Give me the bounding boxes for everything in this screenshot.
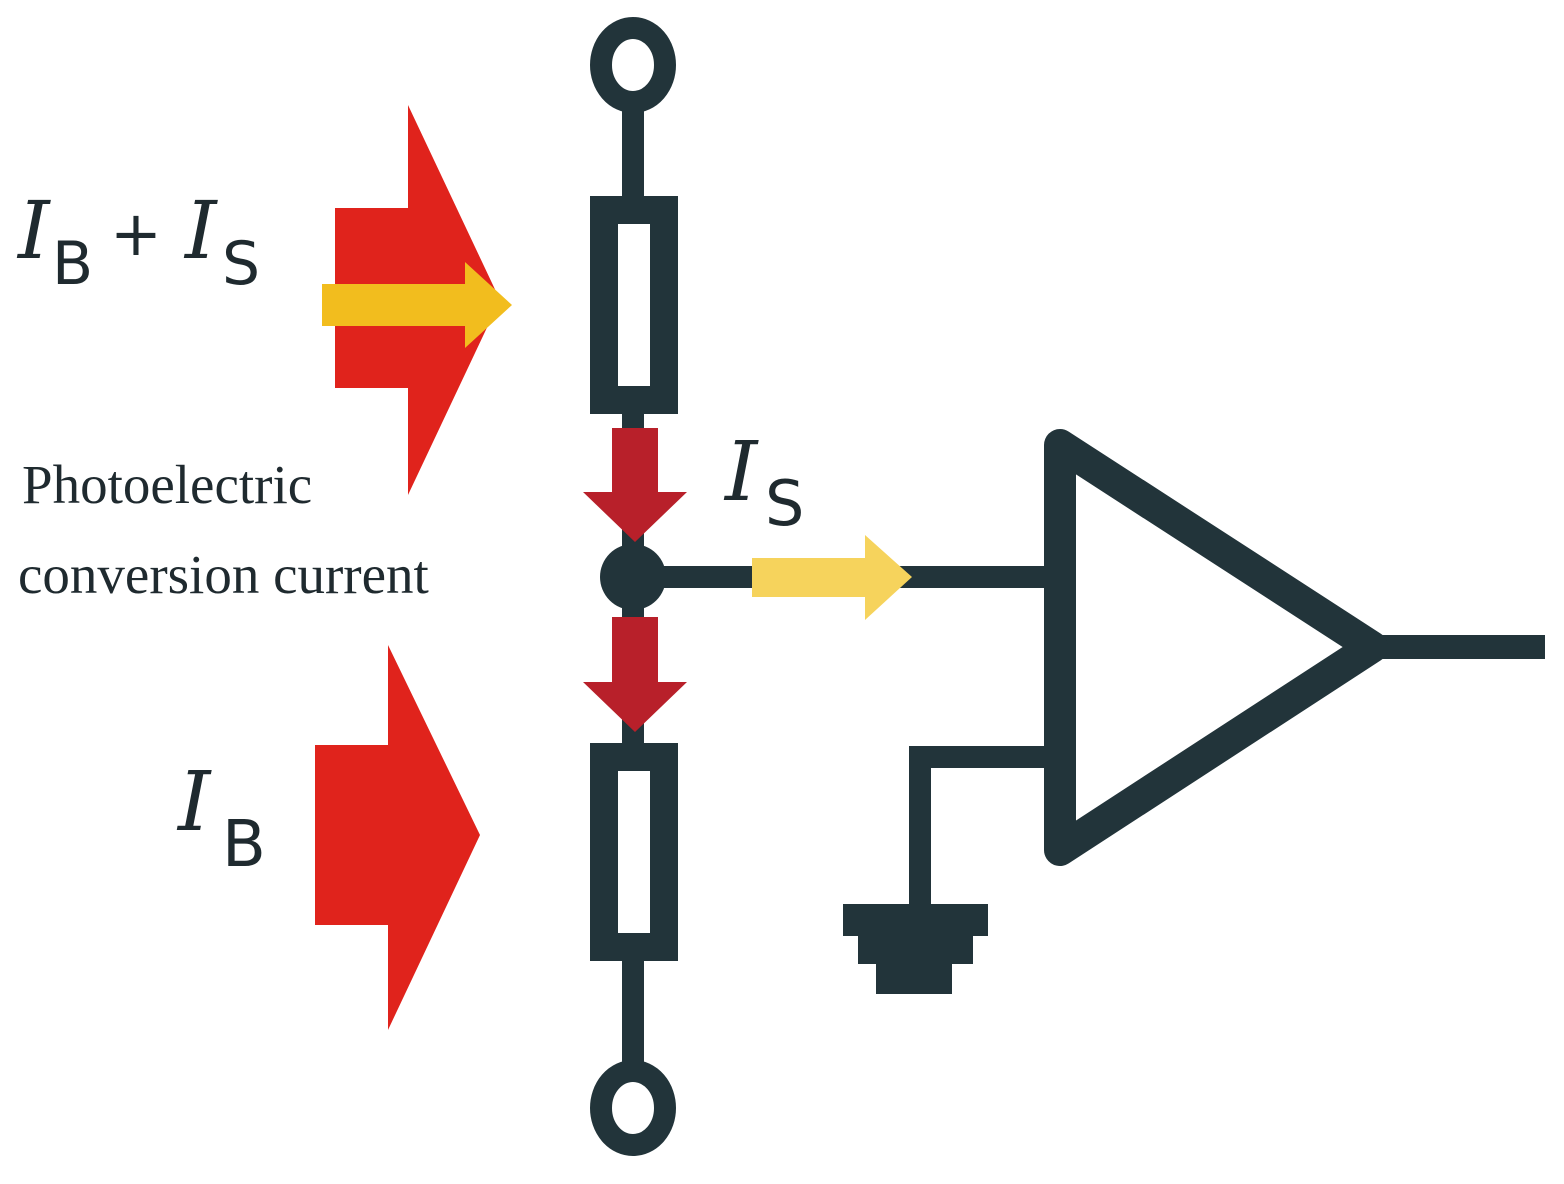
top-current-label-i1: I — [16, 184, 51, 277]
top-signal-arrow — [322, 262, 512, 348]
ground-icon — [843, 904, 988, 994]
bottom-current-label-i: I — [176, 755, 212, 850]
amplifier-triangle — [1044, 429, 1388, 866]
top-current-label-sub2: S — [222, 229, 260, 299]
photoelectric-label-line1: Photoelectric — [22, 454, 312, 515]
junction-node — [600, 544, 666, 610]
signal-current-label-i: I — [723, 425, 759, 520]
ground-wire — [909, 746, 1050, 910]
photoelectric-label-line2: conversion current — [18, 544, 429, 605]
signal-current-label-sub: S — [765, 467, 804, 540]
top-current-label-plus: + — [110, 197, 162, 270]
top-resistor — [590, 196, 678, 414]
upper-down-arrow — [583, 428, 687, 542]
output-signal-arrow — [752, 535, 912, 620]
bottom-current-label-sub: B — [222, 808, 266, 882]
bottom-resistor — [590, 743, 678, 961]
bottom-incident-current-arrow — [315, 645, 480, 1030]
lower-down-arrow — [583, 617, 687, 732]
top-terminal — [590, 17, 676, 113]
top-current-label-sub1: B — [52, 229, 93, 299]
top-current-label-i2: I — [183, 184, 218, 277]
bottom-terminal — [590, 1060, 676, 1156]
